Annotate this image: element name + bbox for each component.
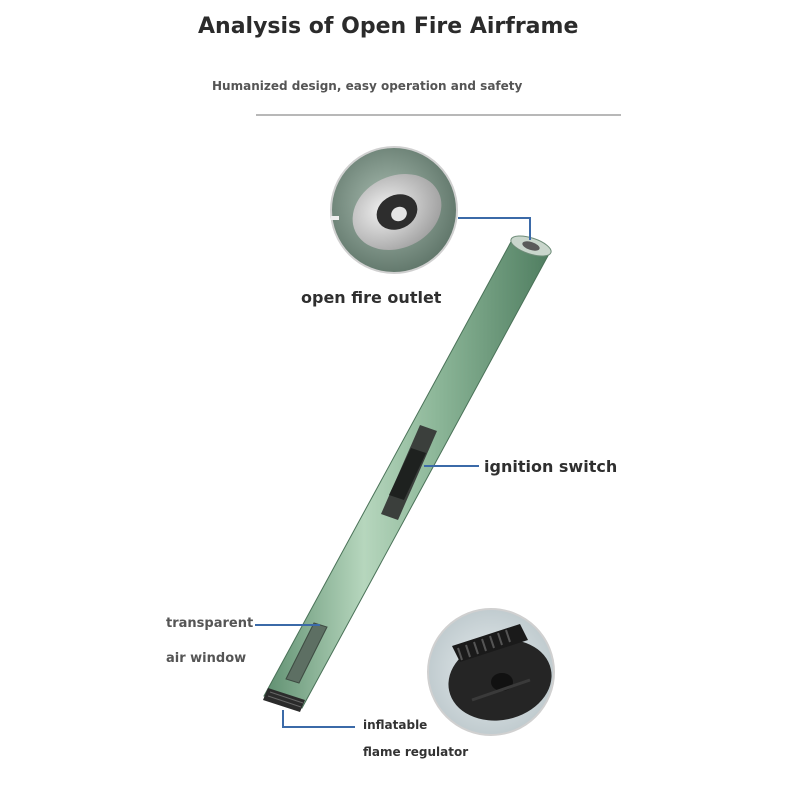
outlet-callout-line: [458, 217, 531, 240]
divider: [256, 114, 621, 116]
ignition-switch-slider: [381, 425, 437, 520]
air-window-label-line2: air window: [166, 651, 247, 666]
callout-lines: [255, 217, 531, 728]
open-fire-outlet-label: open fire outlet: [301, 288, 442, 307]
outlet-zoom-circle: [330, 146, 458, 274]
page-title: Analysis of Open Fire Airframe: [198, 14, 579, 39]
air-window-label-line1: transparent: [166, 616, 254, 631]
flame-regulator-end: [263, 688, 305, 712]
regulator-zoom-circle: [427, 608, 555, 736]
flame-regulator-label-line1: inflatable: [363, 718, 428, 732]
flame-regulator-label-line2: flame regulator: [363, 745, 469, 759]
regulator-callout-line: [282, 710, 355, 728]
page-subtitle: Humanized design, easy operation and saf…: [212, 79, 523, 93]
ignition-switch-label: ignition switch: [484, 457, 618, 476]
lighter-body: [263, 235, 552, 712]
